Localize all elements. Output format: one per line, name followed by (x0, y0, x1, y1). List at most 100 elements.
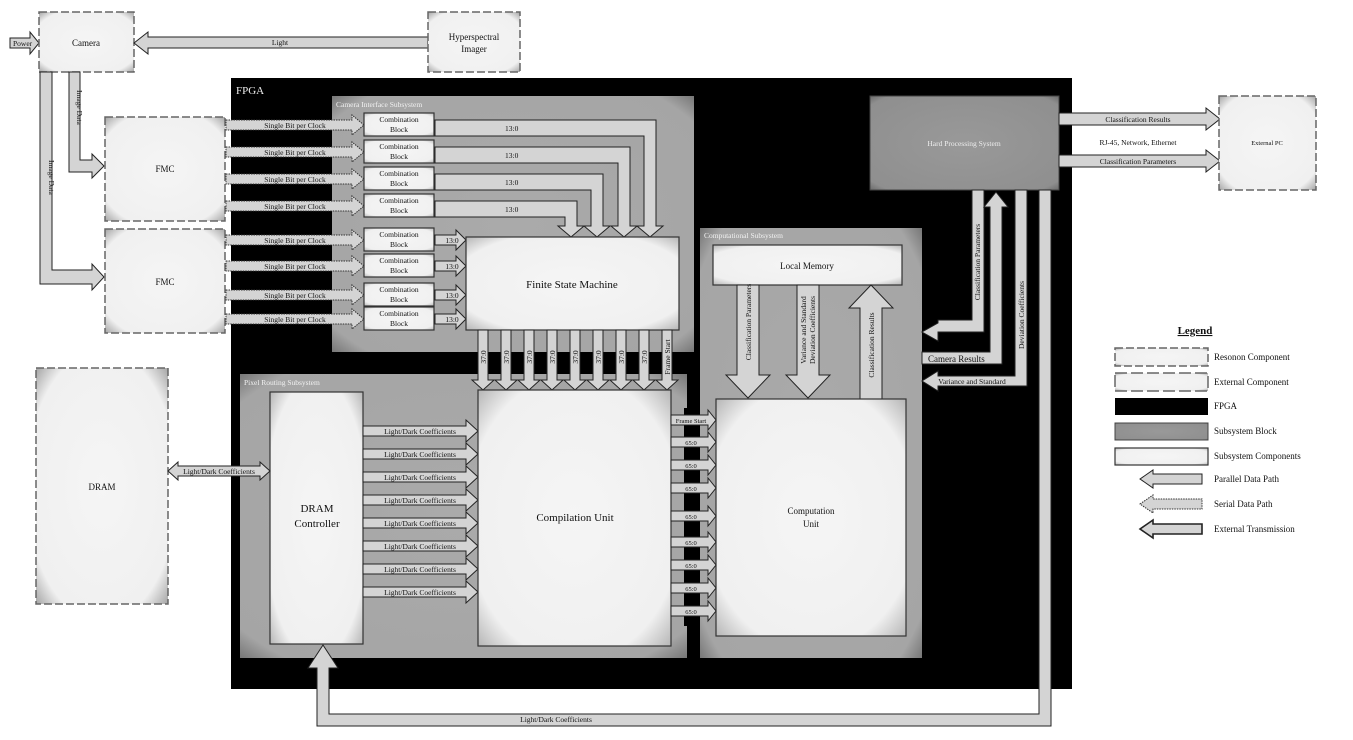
coefficient-arrow: Light/Dark Coefficients (362, 510, 479, 536)
bus-65-label: 65:0 (685, 563, 697, 570)
feedback-arrow: Light/Dark Coefficients (307, 189, 1052, 727)
camera-label: Camera (72, 38, 100, 48)
coefficient-arrow: Light/Dark Coefficients (362, 464, 479, 490)
computational-title: Computational Subsystem (704, 231, 783, 240)
serial-input-arrow (225, 283, 365, 307)
combination-block-label-2: Block (390, 152, 408, 161)
bus-65-label: 65:0 (685, 586, 697, 593)
combination-block (363, 227, 435, 252)
bus-65-label: 65:0 (685, 540, 697, 547)
serial-input-arrow (225, 254, 365, 278)
dram-controller: DRAM Controller (269, 391, 364, 645)
legend-label-components: Subsystem Components (1214, 451, 1301, 461)
serial-input-arrow (225, 167, 365, 191)
compilation-unit-label: Compilation Unit (536, 512, 613, 524)
combination-block-label-1: Combination (379, 285, 418, 294)
combination-block (363, 139, 435, 164)
bus-arrow (434, 228, 467, 252)
computation-unit: Computation Unit (715, 398, 907, 637)
serial-input-label: Single Bit per Clock (264, 291, 326, 300)
serial-input-arrow (225, 194, 365, 218)
bus-65-arrow: 65:0 (670, 430, 717, 454)
hps-deviation-label: Deviation Coefficients (1017, 281, 1026, 349)
combination-block-label-2: Block (390, 206, 408, 215)
serial-input-arrow (225, 113, 365, 137)
dram-block: DRAM (35, 367, 169, 605)
fsm-output-arrow: 37:0 (562, 329, 588, 391)
hps-variance-arrow: Variance and Standard Deviation Coeffici… (921, 189, 1028, 392)
dram-label: DRAM (88, 482, 115, 492)
combination-block-label-1: Combination (379, 309, 418, 318)
net-class-params-arrow: Classification Parameters (1058, 148, 1221, 174)
bus-label-2: 13:0 (505, 151, 519, 160)
bus-65-label: 65:0 (685, 514, 697, 521)
light-arrow: Light (133, 30, 429, 56)
legend-label-external-tx: External Transmission (1214, 524, 1295, 534)
coefficient-arrow: Light/Dark Coefficients (362, 556, 479, 582)
var-std-label-2: Deviation Coefficients (808, 296, 817, 364)
dram-link-arrow: Light/Dark Coefficients (167, 460, 271, 482)
legend-label-fpga: FPGA (1214, 401, 1238, 411)
dram-controller-label-1: DRAM (300, 503, 333, 515)
net-class-results-arrow: Classification Results (1058, 106, 1221, 132)
serial-input-label: Single Bit per Clock (264, 236, 326, 245)
local-memory-label: Local Memory (780, 261, 834, 271)
combination-block-label-1: Combination (379, 230, 418, 239)
bus-65-arrow: 65:0 (670, 599, 717, 623)
dram-controller-label-2: Controller (294, 518, 340, 530)
pixel-routing-title: Pixel Routing Subsystem (244, 378, 320, 387)
legend: Legend Resonon Component External Compon… (1114, 325, 1301, 540)
combination-block-label-2: Block (390, 295, 408, 304)
hps-class-params-arrow: Classification Parameters (920, 189, 985, 342)
coefficient-label: Light/Dark Coefficients (384, 450, 456, 459)
computation-unit-label-2: Unit (803, 519, 820, 529)
legend-swatch-fpga (1115, 398, 1208, 415)
computation-unit-label-1: Computation (788, 506, 835, 516)
external-pc-label: External PC (1251, 140, 1283, 147)
serial-input-label: Single Bit per Clock (264, 202, 326, 211)
coefficient-label: Light/Dark Coefficients (384, 542, 456, 551)
fsm-output-arrow: 37:0 (539, 329, 565, 391)
combination-block-label-1: Combination (379, 256, 418, 265)
serial-input-arrow (225, 140, 365, 164)
combination-block-label-1: Combination (379, 169, 418, 178)
serial-input-label: Single Bit per Clock (264, 315, 326, 324)
var-std-label-1: Variance and Standard (799, 296, 808, 364)
fsm-output-label: 37:0 (502, 350, 511, 364)
fsm-output-arrow: 37:0 (470, 329, 496, 391)
coefficient-label: Light/Dark Coefficients (384, 565, 456, 574)
coefficient-arrow: Light/Dark Coefficients (362, 418, 479, 444)
class-results-up-label: Classification Results (867, 312, 876, 377)
bus-label: 13:0 (445, 236, 459, 245)
coefficient-arrow: Light/Dark Coefficients (362, 533, 479, 559)
power-arrow: Power (9, 30, 40, 56)
fsm-output-label: 37:0 (640, 350, 649, 364)
legend-title: Legend (1178, 325, 1213, 337)
fmc-block-1: FMC (104, 116, 226, 222)
combination-block-label-2: Block (390, 240, 408, 249)
frame-start-label: Frame Start (663, 338, 672, 374)
combination-block-label-1: Combination (379, 142, 418, 151)
camera-interface-title: Camera Interface Subsystem (336, 100, 422, 109)
fsm-output-arrow: 37:0 (516, 329, 542, 391)
combination-block (363, 193, 435, 218)
frame-start-label: Frame Start (676, 418, 707, 425)
compilation-to-computation-arrows: Frame Start65:065:065:065:065:065:065:06… (670, 408, 717, 626)
bus-65-arrow: 65:0 (670, 576, 717, 600)
net-link-label: RJ-45, Network, Ethernet (1099, 138, 1177, 147)
hard-processing-system: Hard Processing System (869, 95, 1060, 191)
bus-arrow (434, 307, 467, 331)
hps-label: Hard Processing System (927, 139, 1000, 148)
serial-input-rows: Single Bit per ClockCombinationBlockSing… (225, 112, 467, 331)
legend-label-subsystem: Subsystem Block (1214, 426, 1277, 436)
class-results-up-arrow: Classification Results (847, 284, 895, 401)
coefficient-arrow: Light/Dark Coefficients (362, 579, 479, 605)
coefficient-arrow: Light/Dark Coefficients (362, 487, 479, 513)
coefficient-label: Light/Dark Coefficients (384, 496, 456, 505)
serial-input-label: Single Bit per Clock (264, 121, 326, 130)
